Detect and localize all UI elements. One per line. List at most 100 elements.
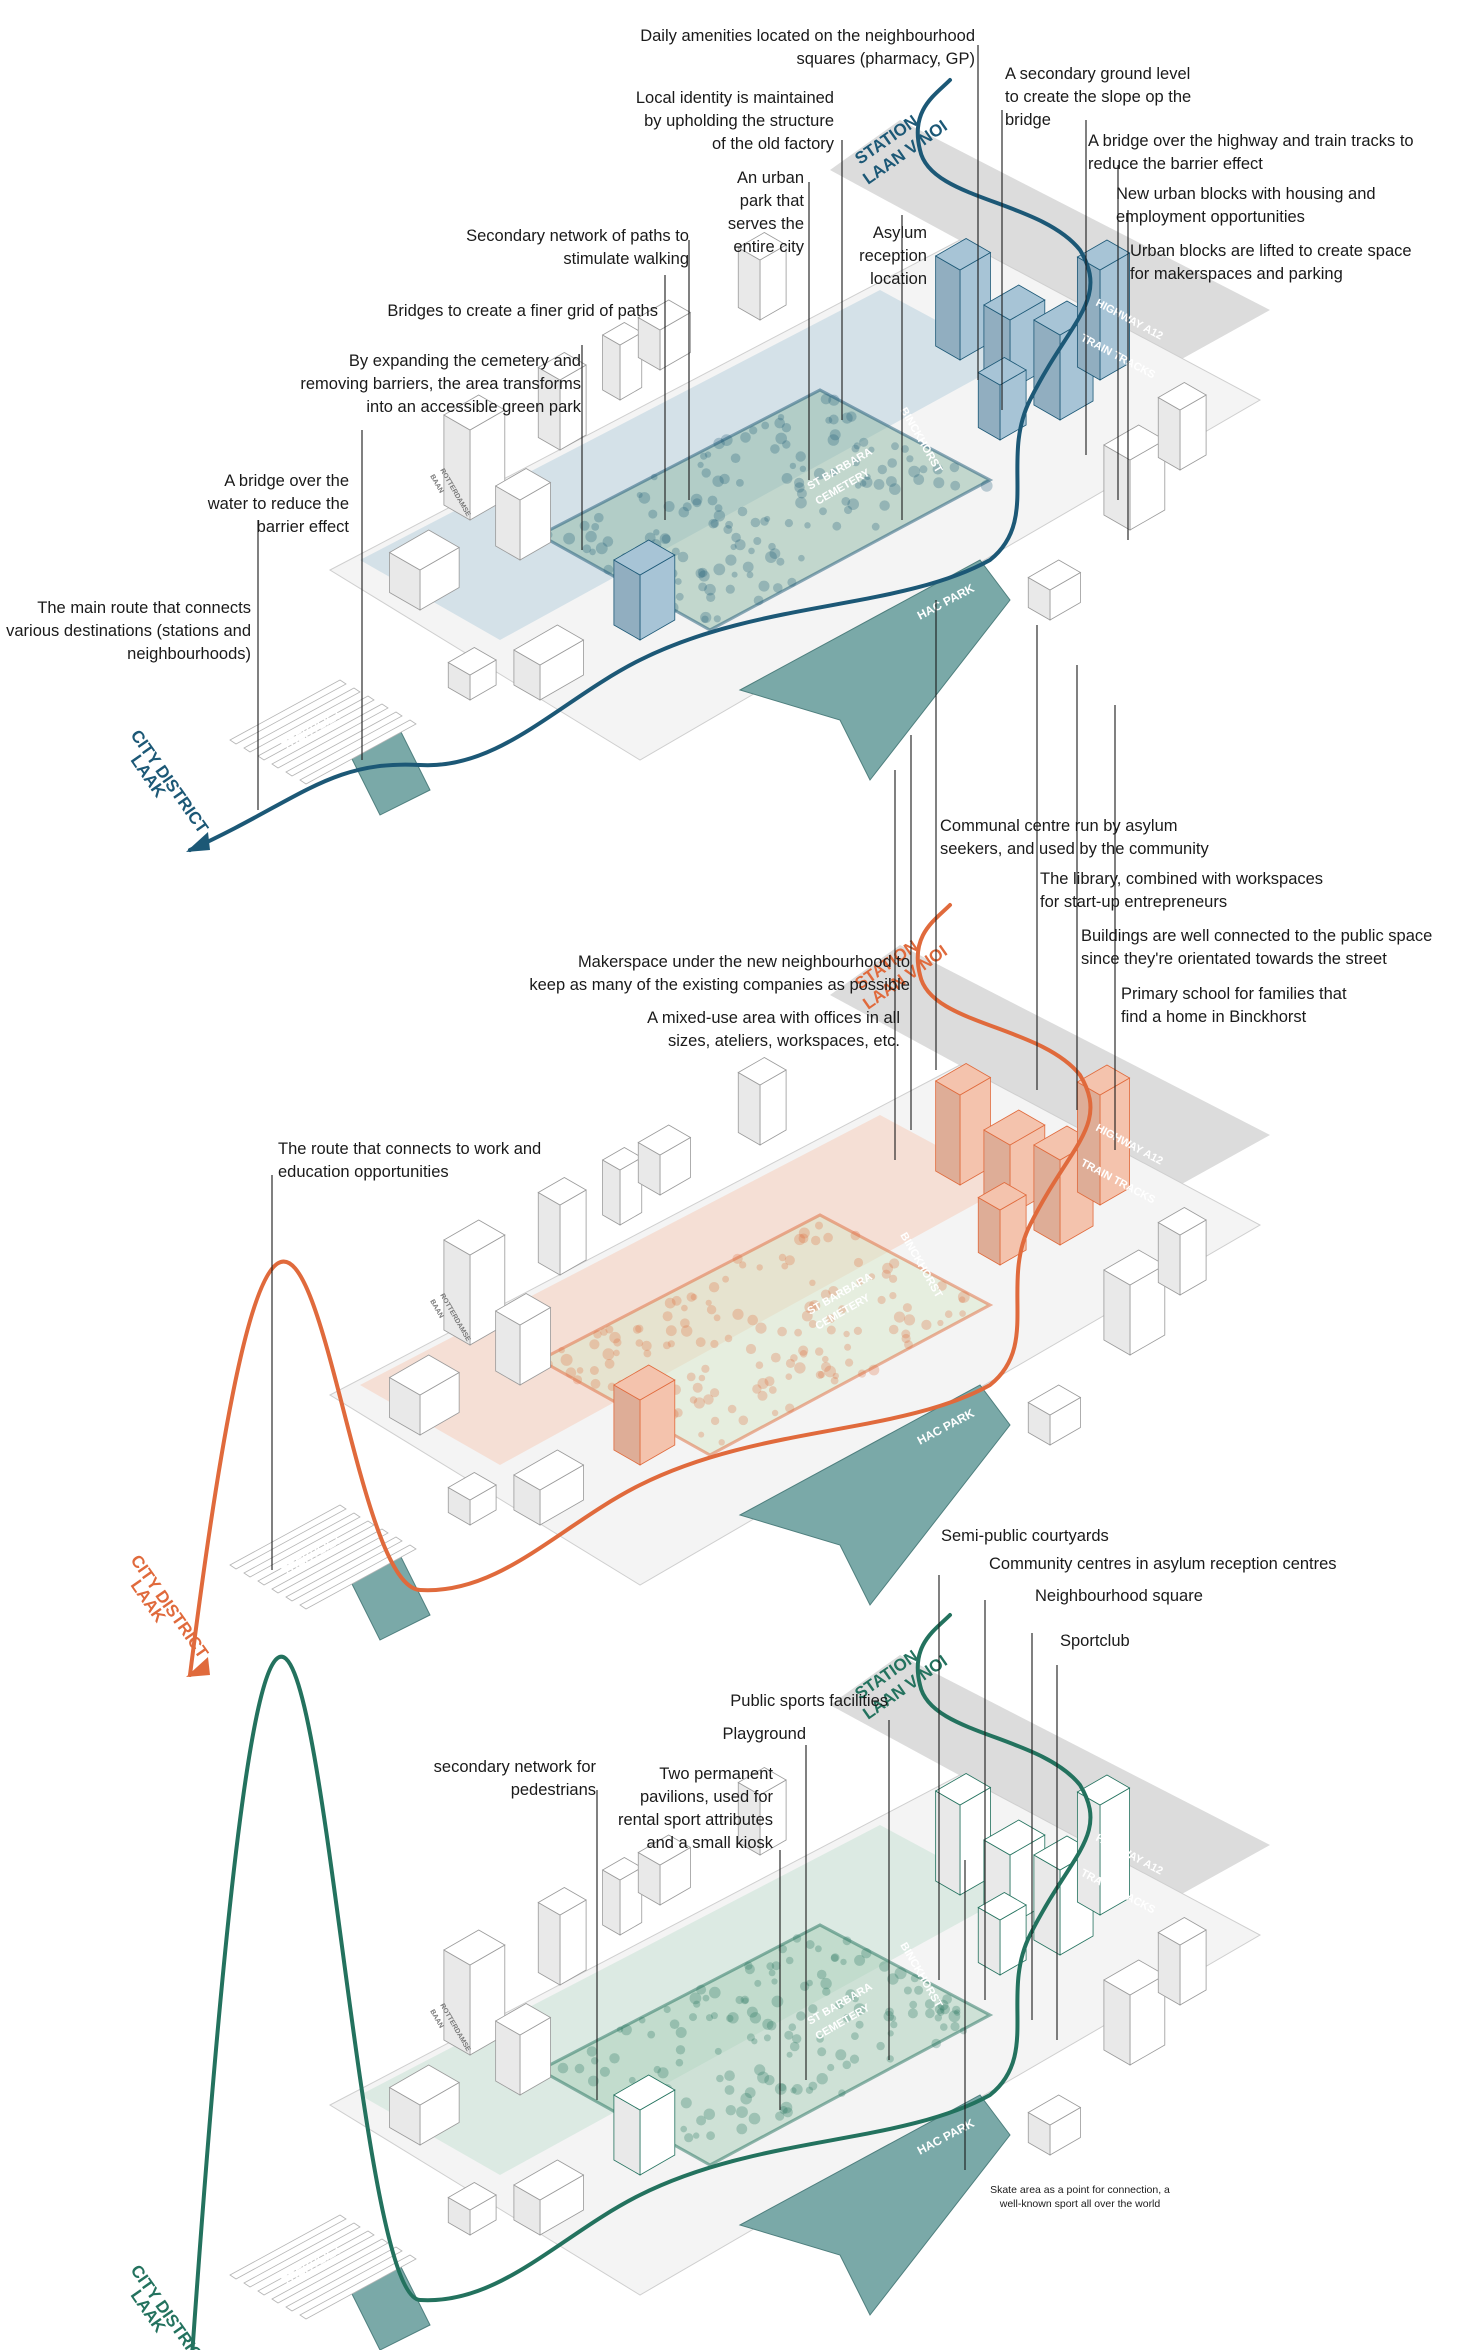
tree [950, 2021, 960, 2032]
tree [854, 482, 862, 489]
rail-track [257, 695, 375, 761]
tree [605, 1325, 614, 1334]
tree [770, 1352, 781, 1363]
tree [681, 1325, 693, 1337]
tree [795, 451, 806, 462]
tree [906, 455, 914, 463]
tree [736, 2106, 748, 2119]
tree [703, 2108, 715, 2120]
tree [730, 543, 737, 551]
tree [826, 1314, 836, 1323]
tree [817, 2047, 827, 2057]
building-block [1103, 1959, 1166, 2066]
highway-band [830, 120, 1270, 360]
tree [557, 2062, 569, 2074]
tree [850, 1230, 861, 1241]
tree [725, 520, 733, 529]
tree [910, 1974, 919, 1983]
tree [828, 414, 839, 425]
tree [753, 537, 762, 545]
tree [667, 1340, 675, 1348]
tree [716, 2074, 724, 2083]
tree [804, 522, 811, 529]
tree [740, 1995, 750, 2005]
tree [727, 2012, 739, 2024]
tree [889, 1274, 898, 1283]
tree [752, 1384, 762, 1394]
tree [697, 461, 704, 468]
annotation-panel3-7: Two permanent pavilions, used for rental… [618, 1765, 773, 1852]
tree [789, 462, 797, 470]
annotation-panel3-6: secondary network for pedestrians [433, 1758, 596, 1799]
tree [919, 465, 928, 474]
tree [663, 501, 675, 512]
tree [724, 2085, 735, 2095]
tree [778, 1944, 787, 1954]
building-block [494, 468, 552, 561]
tree [677, 551, 689, 563]
tree [653, 529, 660, 536]
tree [805, 2086, 814, 2094]
annotation-panel3-5: Playground [722, 1725, 806, 1743]
tree [857, 1369, 867, 1378]
tree [948, 2010, 961, 2023]
tree [790, 2087, 797, 2094]
tree [791, 2084, 803, 2095]
tree [602, 1348, 615, 1361]
rail-track [271, 1528, 389, 1594]
tree [769, 548, 781, 559]
building-block [537, 1177, 587, 1276]
tree [942, 1994, 952, 2004]
tree [574, 2063, 585, 2074]
tree [903, 1314, 916, 1326]
tree [813, 468, 826, 480]
tree [901, 445, 909, 453]
tree [958, 1296, 966, 1303]
annotation-panel1-11: A bridge over the water to reduce the ba… [207, 472, 349, 536]
tree [706, 592, 716, 603]
tree [879, 500, 890, 511]
tree [762, 2018, 774, 2030]
tree [747, 1314, 758, 1326]
tree [768, 542, 776, 551]
tree [599, 2066, 611, 2077]
tree [825, 416, 833, 424]
tree [771, 1995, 784, 2008]
tree [680, 1318, 690, 1328]
tree [903, 1986, 912, 1995]
annotation-panel2-6: The route that connects to work and educ… [278, 1140, 542, 1181]
tree [937, 1319, 944, 1327]
tree [780, 2101, 793, 2114]
tree [856, 1278, 864, 1285]
tree [713, 615, 721, 623]
tree [663, 1341, 671, 1350]
tree [635, 1324, 644, 1333]
tree [816, 2035, 824, 2043]
tree [950, 480, 961, 491]
tree [738, 1415, 749, 1426]
tree [750, 517, 761, 528]
tree [680, 2125, 687, 2133]
tree [789, 2041, 800, 2052]
tree [796, 2011, 806, 2021]
tree [799, 465, 807, 472]
tree [937, 1999, 949, 2011]
tree [861, 1948, 872, 1959]
tree [808, 1320, 817, 1328]
tree [940, 2023, 948, 2031]
building-block [737, 232, 787, 321]
tree [714, 504, 723, 512]
tree [664, 1297, 676, 1309]
tree [902, 1303, 912, 1313]
tree [844, 1343, 852, 1351]
tree [936, 2008, 945, 2016]
tree [742, 561, 754, 573]
tree [675, 592, 684, 601]
building-block [1027, 1384, 1082, 1446]
tree [798, 1227, 810, 1239]
tree [804, 1301, 817, 1314]
tree [725, 554, 737, 566]
tree [835, 2000, 844, 2009]
tree [815, 1370, 825, 1379]
building-block [513, 2159, 585, 2236]
